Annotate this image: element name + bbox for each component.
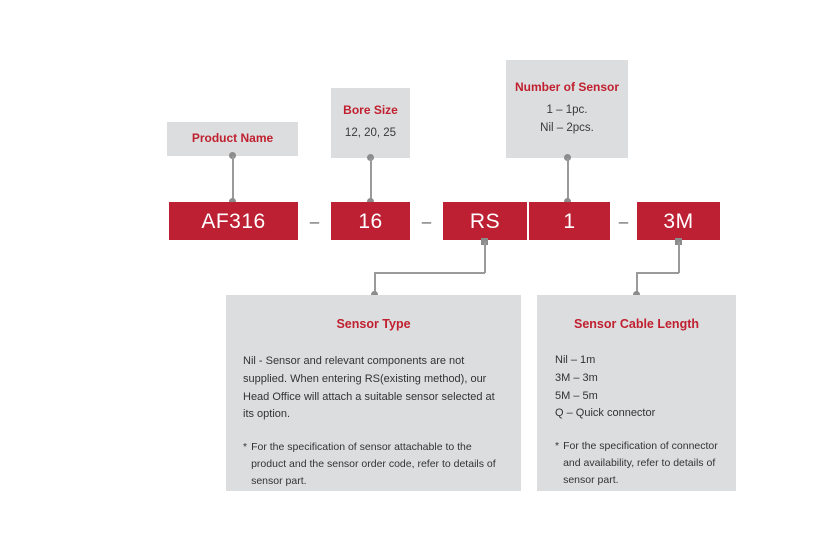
connector-dot-sensor-type-bottom — [371, 291, 378, 298]
connector-dot-bore-size-bottom — [367, 198, 374, 205]
connector-line-cable-vert-lower — [636, 272, 638, 294]
connector-dot-bore-size-top — [367, 154, 374, 161]
callout-product-name: Product Name — [167, 122, 298, 156]
connector-line-cable-horiz — [636, 272, 679, 274]
callout-sensor-type-title: Sensor Type — [336, 317, 411, 331]
callout-number-of-sensor-options: 1 – 1pc. Nil – 2pcs. — [540, 102, 594, 138]
callout-bore-size: Bore Size 12, 20, 25 — [331, 88, 410, 158]
callout-sensor-type-note: * For the specification of sensor attach… — [243, 439, 505, 489]
connector-dot-sensor-cable-length-top — [675, 238, 682, 245]
connector-dot-product-name-top — [229, 152, 236, 159]
callout-sensor-cable-length: Sensor Cable Length Nil – 1m 3M – 3m 5M … — [537, 295, 736, 491]
callout-sensor-cable-length-option-4: Q – Quick connector — [555, 407, 656, 420]
connector-line-sensor-type-vert-lower — [374, 272, 376, 294]
connector-dot-number-of-sensor-bottom — [564, 198, 571, 205]
code-box-sensor-type: RS — [443, 202, 527, 240]
callout-bore-size-title: Bore Size — [343, 102, 398, 117]
callout-sensor-cable-length-note: * For the specification of connector and… — [555, 438, 724, 488]
connector-line-number-of-sensor — [567, 158, 569, 202]
connector-line-sensor-type-vert-upper — [484, 242, 486, 273]
connector-line-bore-size — [370, 158, 372, 202]
code-box-sensor-cable-length: 3M — [637, 202, 720, 240]
callout-sensor-type-note-text: For the specification of sensor attachab… — [251, 441, 496, 487]
callout-sensor-cable-length-note-marker: * — [555, 440, 560, 453]
connector-line-cable-vert-upper — [678, 242, 680, 273]
callout-number-of-sensor-option-2: Nil – 2pcs. — [540, 122, 594, 135]
callout-number-of-sensor: Number of Sensor 1 – 1pc. Nil – 2pcs. — [506, 60, 628, 158]
callout-sensor-cable-length-option-1: Nil – 1m — [555, 354, 596, 366]
callout-bore-size-options: 12, 20, 25 — [344, 127, 397, 140]
callout-sensor-cable-length-option-3: 5M – 5m — [555, 389, 598, 402]
callout-sensor-type-note-marker: * — [243, 441, 248, 454]
code-box-bore-size: 16 — [331, 202, 410, 240]
callout-sensor-type: Sensor Type Nil - Sensor and relevant co… — [226, 295, 521, 491]
callout-sensor-type-body: Nil - Sensor and relevant components are… — [243, 355, 495, 421]
connector-line-sensor-type-horiz — [374, 272, 485, 274]
callout-number-of-sensor-option-1: 1 – 1pc. — [546, 104, 588, 117]
callout-product-name-title: Product Name — [191, 131, 274, 146]
callout-sensor-cable-length-option-2: 3M – 3m — [555, 371, 598, 384]
callout-sensor-cable-length-note-text: For the specification of connector and a… — [563, 440, 718, 486]
connector-dot-product-name-bottom — [229, 198, 236, 205]
connector-dot-sensor-type-top — [481, 238, 488, 245]
code-box-product-name: AF316 — [169, 202, 298, 240]
connector-line-product-name — [232, 156, 234, 202]
code-separator-2: – — [421, 211, 432, 231]
connector-dot-sensor-cable-length-bottom — [633, 291, 640, 298]
code-box-number-of-sensor: 1 — [529, 202, 610, 240]
connector-dot-number-of-sensor-top — [564, 154, 571, 161]
code-separator-1: – — [309, 211, 320, 231]
callout-sensor-cable-length-title: Sensor Cable Length — [573, 317, 700, 331]
code-separator-3: – — [618, 211, 629, 231]
callout-sensor-cable-length-options: Nil – 1m 3M – 3m 5M – 5m Q – Quick conne… — [555, 352, 722, 423]
callout-number-of-sensor-title: Number of Sensor — [514, 79, 619, 94]
